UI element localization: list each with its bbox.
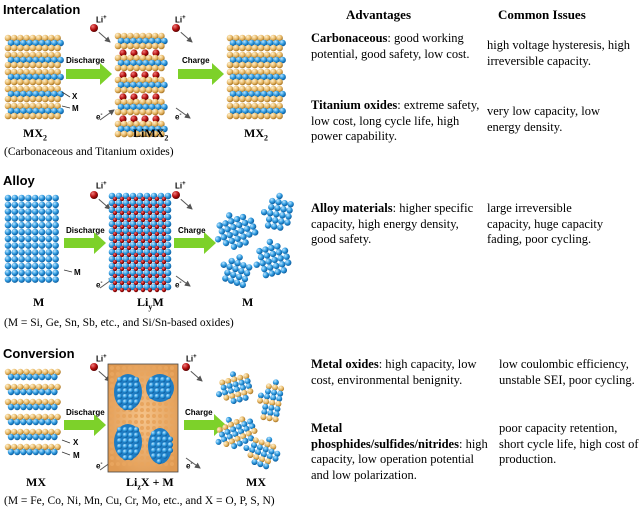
conversion-particle-4 <box>243 436 281 470</box>
conversion-mid-label: LizX + M <box>126 475 174 492</box>
issues-header: Common Issues <box>498 7 586 22</box>
intercalation-charge-label: Charge <box>182 56 210 65</box>
adv-titanium-oxides: Titanium oxides: extreme safety, low cos… <box>311 98 480 143</box>
issue-alloy-materials: large irreversible capacity, huge capaci… <box>487 201 604 246</box>
intercalation-discharge-arrow <box>66 63 112 85</box>
alloy-particle-3 <box>253 238 292 279</box>
alloy-m-pointer <box>63 269 73 273</box>
alloy-discharge-arrow <box>64 232 106 254</box>
conversion-m-label: M <box>73 451 80 460</box>
adv-metal-oxides: Metal oxides: high capacity, low cost, e… <box>311 357 477 387</box>
intercalation-note: (Carbonaceous and Titanium oxides) <box>4 146 174 158</box>
intercalation-e-out <box>175 107 191 119</box>
intercalation-charge-arrow <box>178 63 224 85</box>
intercalation-electron-in: e- <box>96 112 103 122</box>
alloy-m-structure <box>4 194 59 283</box>
alloy-mid-label: LiyM <box>137 295 164 312</box>
alloy-charge-label: Charge <box>178 226 206 235</box>
conversion-mx-structure <box>4 368 61 456</box>
alloy-particle-4 <box>220 254 253 289</box>
issue-metal-phosphides: poor capacity retention, short cycle lif… <box>499 421 639 466</box>
alloy-particle-1 <box>214 212 259 250</box>
intercalation-m-pointer <box>61 105 71 109</box>
conversion-particle-1 <box>216 371 254 405</box>
alloy-electron-out: e- <box>175 280 182 290</box>
alloy-li-in <box>90 191 111 210</box>
intercalation-li-ion-out: Li+ <box>175 15 186 25</box>
conversion-li-out <box>182 363 203 382</box>
conversion-particle-3 <box>215 416 258 450</box>
intercalation-electron-out: e- <box>175 112 182 122</box>
issue-metal-oxides: low coulombic efficiency, unstable SEI, … <box>499 357 635 387</box>
alloy-li-ion-in: Li+ <box>96 181 107 191</box>
intercalation-li-ion-in: Li+ <box>96 15 107 25</box>
conversion-lizx-m-structure <box>107 363 179 473</box>
conversion-note: (M = Fe, Co, Ni, Mn, Cu, Cr, Mo, etc., a… <box>4 495 275 507</box>
alloy-particle-2 <box>260 192 294 231</box>
intercalation-discharge-label: Discharge <box>66 56 105 65</box>
alloy-discharge-label: Discharge <box>66 226 105 235</box>
conversion-x-pointer <box>61 439 71 444</box>
intercalation-x-pointer <box>61 91 71 98</box>
alloy-e-out <box>175 275 191 287</box>
conversion-li-in <box>90 363 111 382</box>
intercalation-li-out <box>172 24 193 43</box>
issue-titanium-oxides: very low capacity, low energy density. <box>487 104 601 134</box>
conversion-li-ion-in: Li+ <box>96 354 107 364</box>
alloy-charge-arrow <box>174 232 216 254</box>
alloy-right-label: M <box>242 295 254 309</box>
intercalation-x-label: X <box>72 92 78 101</box>
conversion-m-pointer <box>61 451 71 456</box>
intercalation-mx2-left <box>4 34 64 120</box>
conversion-electron-in: e- <box>96 461 103 471</box>
intercalation-e-in <box>99 109 115 121</box>
issue-carbonaceous: high voltage hysteresis, high irreversib… <box>487 38 631 68</box>
conversion-li-ion-out: Li+ <box>186 354 197 364</box>
alloy-li-out <box>172 191 193 210</box>
conversion-left-label: MX <box>26 475 46 489</box>
alloy-electron-in: e- <box>96 280 103 290</box>
intercalation-limx2 <box>114 32 168 138</box>
alloy-m-label: M <box>74 268 81 277</box>
conversion-x-label: X <box>73 438 79 447</box>
conversion-particle-2 <box>257 379 285 423</box>
conversion-discharge-label: Discharge <box>66 408 105 417</box>
intercalation-mid-label: LiMX2 <box>133 126 169 143</box>
conversion-charge-label: Charge <box>185 408 213 417</box>
intercalation-left-label: MX2 <box>23 126 47 143</box>
adv-carbonaceous: Carbonaceous: good working potential, go… <box>311 31 470 61</box>
alloy-left-label: M <box>33 295 45 309</box>
intercalation-mx2-right <box>226 34 286 120</box>
intercalation-li-in <box>90 24 111 43</box>
advantages-header: Advantages <box>346 7 412 22</box>
conversion-right-label: MX <box>246 475 266 489</box>
conversion-e-out <box>185 457 201 469</box>
alloy-title: Alloy <box>3 173 35 188</box>
intercalation-m-label: M <box>72 104 79 113</box>
alloy-note: (M = Si, Ge, Sn, Sb, etc., and Si/Sn-bas… <box>4 317 234 329</box>
conversion-charge-arrow <box>184 414 226 436</box>
alloy-liym-structure <box>108 192 172 293</box>
adv-metal-phosphides: Metal phosphides/sulfides/nitrides: high… <box>311 421 488 482</box>
alloy-li-ion-out: Li+ <box>175 181 186 191</box>
intercalation-right-label: MX2 <box>244 126 268 143</box>
conversion-discharge-arrow <box>64 414 106 436</box>
conversion-electron-out: e- <box>186 461 193 471</box>
adv-alloy-materials: Alloy materials: higher specific capacit… <box>311 201 474 246</box>
conversion-title: Conversion <box>3 346 75 361</box>
intercalation-title: Intercalation <box>3 2 81 17</box>
